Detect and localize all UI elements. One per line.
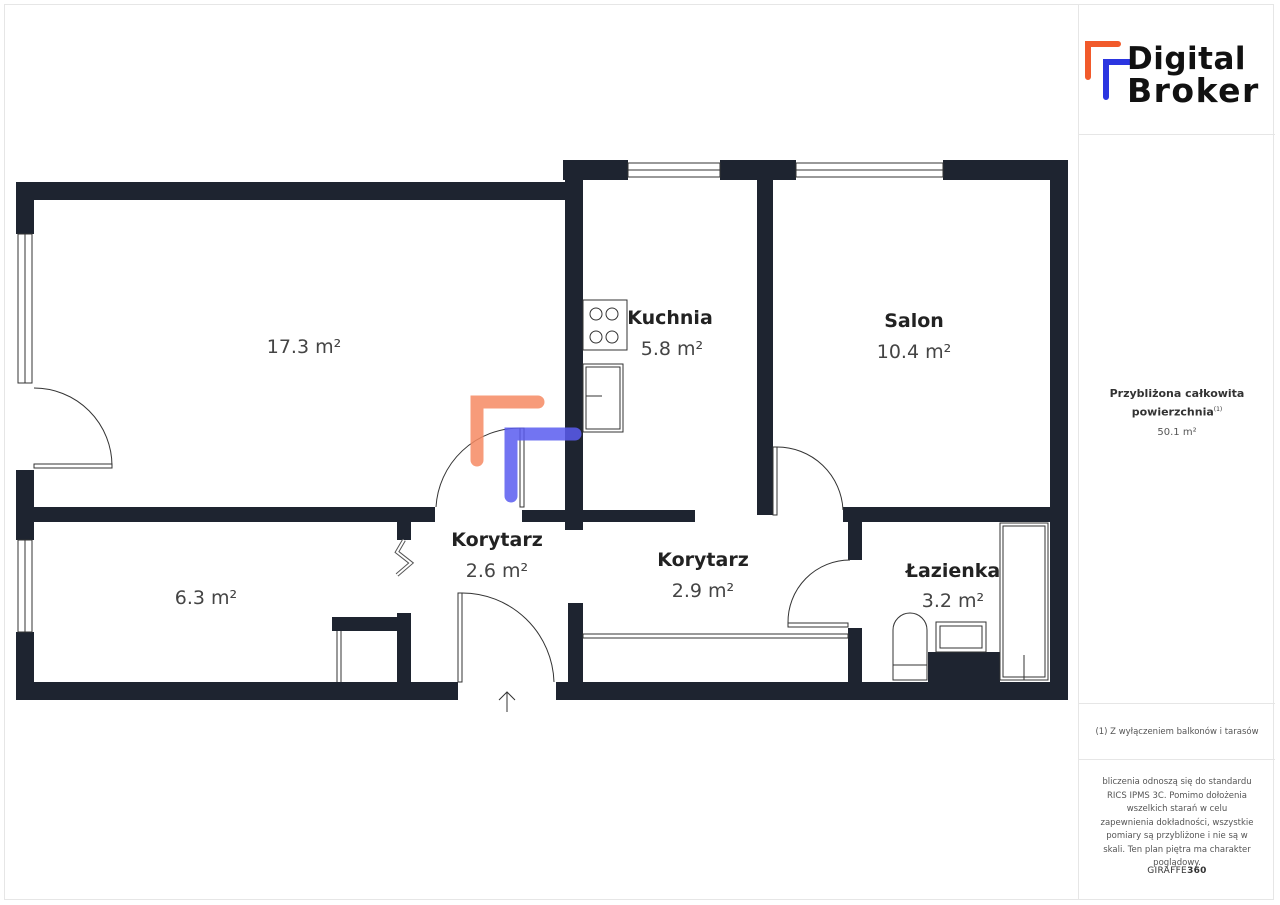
wall — [843, 507, 1068, 522]
wall — [16, 470, 34, 540]
toilet — [892, 612, 928, 681]
room-area: 5.8 m² — [641, 338, 703, 360]
wall — [332, 617, 402, 631]
divider — [1079, 134, 1275, 135]
door-swing — [461, 592, 555, 683]
logo-mark-icon — [1085, 41, 1131, 100]
room-area: 6.3 m² — [175, 587, 237, 609]
door — [787, 622, 849, 628]
brand-logo: Digital Broker — [1079, 29, 1275, 109]
total-title-line2: powierzchnia — [1131, 405, 1214, 419]
logo-text-line1: Digital — [1127, 41, 1247, 77]
room-area: 2.6 m² — [466, 560, 528, 582]
total-area-value: 50.1 m² — [1157, 426, 1197, 438]
door — [772, 446, 778, 516]
wall — [556, 682, 1068, 700]
logo-text-line2: Broker — [1127, 71, 1260, 110]
wall — [397, 522, 411, 540]
room-name: Salon — [884, 310, 944, 332]
door — [457, 592, 463, 683]
giraffe360-credit: GIRAFFE360 — [1079, 866, 1275, 876]
floor-plan: 17.3 m² Kuchnia 5.8 m² Salon 10.4 m² 6.3… — [16, 160, 1068, 712]
wall — [16, 182, 566, 200]
wall — [757, 160, 773, 515]
disclaimer: bliczenia odnoszą się do standardu RICS … — [1100, 777, 1254, 868]
entrance-arrow-icon — [498, 691, 516, 712]
door-swing — [787, 559, 851, 624]
walls — [16, 160, 1068, 700]
wall — [16, 507, 435, 522]
wall — [397, 613, 411, 700]
wall — [848, 628, 862, 682]
fixtures — [17, 162, 1049, 712]
footnote-mark: (1) — [1213, 406, 1223, 413]
credit-part1: GIRAFFE — [1147, 866, 1188, 876]
wall — [848, 515, 862, 560]
door — [33, 463, 113, 469]
room-area: 2.9 m² — [672, 580, 734, 602]
room-name: Łazienka — [905, 560, 1000, 582]
wall — [565, 160, 583, 530]
divider — [1079, 759, 1275, 760]
wall — [943, 160, 1068, 180]
wardrobe — [582, 633, 849, 639]
wall — [568, 603, 583, 683]
wall — [1050, 160, 1068, 700]
footnote: (1) Z wyłączeniem balkonów i tarasów — [1095, 727, 1259, 737]
door-swing — [33, 387, 113, 467]
room-area: 3.2 m² — [922, 590, 984, 612]
wall — [563, 160, 628, 180]
total-title-line1: Przybliżona całkowita — [1109, 387, 1245, 400]
wall — [928, 652, 1000, 682]
wall — [16, 682, 458, 700]
room-name: Korytarz — [451, 529, 543, 551]
door-swing — [435, 427, 521, 508]
watermark-logo — [470, 395, 582, 503]
credit-part2: 360 — [1187, 866, 1207, 876]
total-area: Przybliżona całkowita powierzchnia(1) 50.… — [1079, 386, 1275, 438]
page-frame — [4, 4, 1274, 900]
room-name: Korytarz — [657, 549, 749, 571]
door-swing — [776, 446, 844, 511]
washbasin — [935, 621, 987, 653]
stove — [582, 299, 628, 351]
wall — [16, 182, 34, 234]
sink — [582, 363, 624, 433]
divider — [1079, 703, 1275, 704]
room-area: 17.3 m² — [267, 336, 341, 358]
room-labels: 17.3 m² Kuchnia 5.8 m² Salon 10.4 m² 6.3… — [175, 307, 1000, 612]
info-panel: Digital Broker Przybliżona całkowita powi… — [1078, 4, 1275, 900]
room-area: 10.4 m² — [877, 341, 951, 363]
room-name: Kuchnia — [627, 307, 713, 329]
wall — [522, 510, 695, 522]
